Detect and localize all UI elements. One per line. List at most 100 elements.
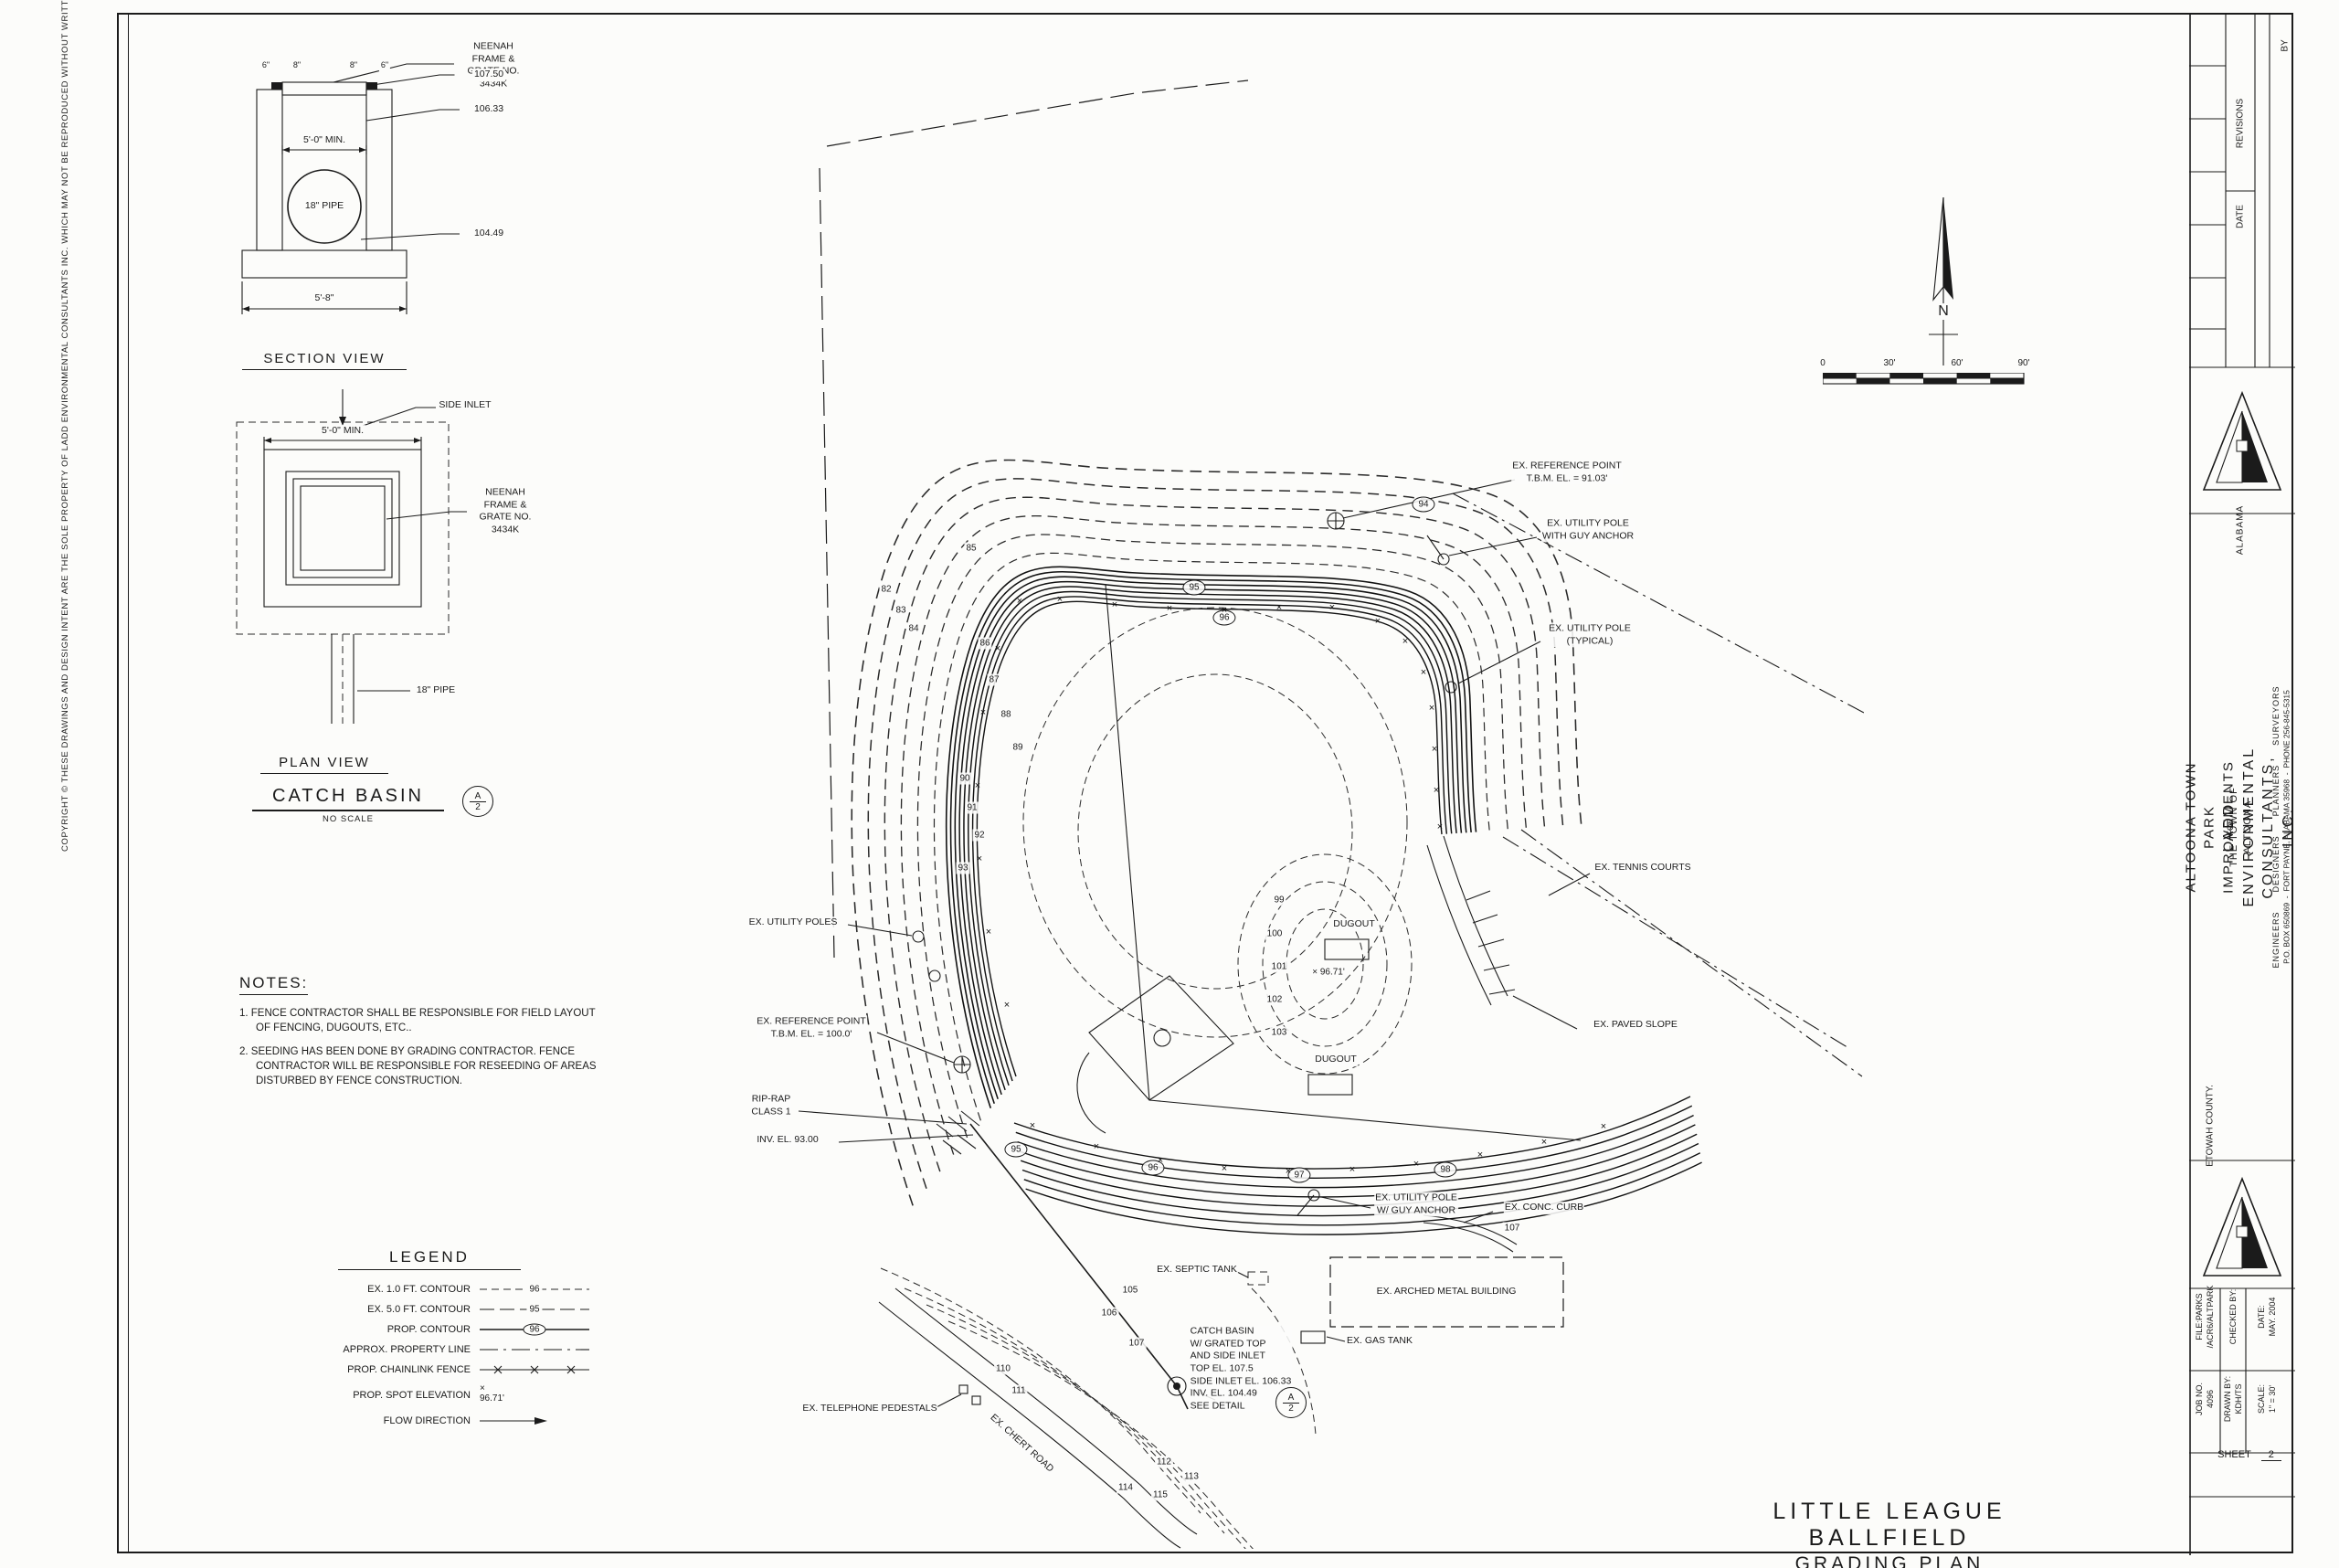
legend-value: 95 <box>526 1304 543 1315</box>
proposed-contour-band <box>900 514 1528 1155</box>
detail-bubble-letter: A <box>469 791 487 802</box>
plan-annotation: EX. REFERENCE POINT T.B.M. EL. = 91.03' <box>1511 460 1623 485</box>
plan-annotation: 102 <box>1265 993 1285 1006</box>
plan-annotation: 98 <box>1434 1161 1457 1178</box>
plan-annotation: EX. REFERENCE POINT T.B.M. EL. = 100.0' <box>756 1015 867 1041</box>
right-foul-line <box>1148 1099 1582 1141</box>
plan-annotation: 95 <box>1004 1141 1028 1158</box>
plan-annotation: 107 <box>1127 1337 1147 1350</box>
approx-property-line <box>1520 829 1863 1077</box>
plan-annotation: INV. EL. 93.00 <box>756 1134 820 1147</box>
date-field: DATE: MAY. 2004 <box>2256 1297 2277 1337</box>
chainlink-fence-mark: × <box>1016 596 1023 607</box>
plan-annotation: EX. SEPTIC TANK <box>1156 1264 1238 1277</box>
drawn-by-field: DRAWN BY: KDH/TS <box>2222 1375 2243 1423</box>
north-arrow: N <box>1914 192 1973 370</box>
detail-bubble-number: 2 <box>475 801 481 812</box>
chainlink-fence-mark: × <box>974 780 981 791</box>
existing-contour <box>1022 607 1408 1038</box>
section-view-title: SECTION VIEW <box>242 351 407 370</box>
plan-annotations: EX. REFERENCE POINT T.B.M. EL. = 91.03' E… <box>740 73 1864 1549</box>
plan-annotation: EX. GAS TANK <box>1346 1335 1413 1348</box>
plan-annotation: 105 <box>1120 1284 1140 1297</box>
infield-diamond <box>1088 975 1234 1101</box>
scale-tick: 90' <box>2017 358 2030 368</box>
plan-annotation: DUGOUT <box>1314 1054 1358 1066</box>
job-no-field: JOB NO. 4096 <box>2194 1382 2215 1416</box>
existing-contour <box>1251 1287 1317 1436</box>
plan-side-inlet-label: SIDE INLET <box>437 399 493 412</box>
sheet-number-value: 2 <box>2260 1449 2281 1461</box>
plan-annotation: EX. CHERT ROAD <box>986 1411 1057 1477</box>
plan-annotation: EX. TENNIS COURTS <box>1593 862 1692 874</box>
legend-label: FLOW DIRECTION <box>383 1415 471 1426</box>
legend-label: APPROX. PROPERTY LINE <box>343 1344 471 1355</box>
chainlink-fence-mark: × <box>1436 821 1444 832</box>
legend-row-property-line: APPROX. PROPERTY LINE <box>311 1343 612 1356</box>
paved-slope-hatch <box>1466 890 1516 995</box>
paved-slope-edge <box>1443 835 1508 997</box>
flow-arrow-symbol <box>480 1414 589 1427</box>
existing-contour <box>947 1320 1269 1567</box>
legend-label: PROP. SPOT ELEVATION <box>353 1390 471 1401</box>
sheet-label: SHEET <box>2217 1449 2251 1460</box>
plan-annotation: 115 <box>1151 1489 1170 1501</box>
state-label: ALABAMA <box>2235 504 2246 556</box>
plan-annotation: EX. CONC. CURB <box>1503 1202 1585 1214</box>
north-label: N <box>1935 303 1952 320</box>
plan-annotation: DUGOUT <box>1332 918 1376 931</box>
plan-annotation: 88 <box>999 708 1013 721</box>
dugout <box>1324 938 1370 960</box>
county-label: ETOWAH COUNTY. <box>2205 1085 2216 1167</box>
scale-bar: 0 30' 60' 90' <box>1820 358 2042 395</box>
existing-contour <box>1077 673 1353 990</box>
chert-road-edge <box>894 1287 1198 1535</box>
chainlink-fence-mark: × <box>1433 785 1440 796</box>
plan-annotation: 87 <box>987 673 1001 686</box>
left-foul-line <box>1105 584 1150 1101</box>
legend-row-ex-1ft-contour: EX. 1.0 FT. CONTOUR 96 <box>311 1283 612 1296</box>
legend-value: 96 <box>523 1323 546 1336</box>
section-elev-top: 107.50 <box>471 69 506 81</box>
telephone-pedestal <box>971 1395 981 1405</box>
septic-tank <box>1247 1271 1269 1286</box>
proposed-contour-band-south <box>1025 1161 1702 1235</box>
catch-basin-symbol <box>1167 1376 1187 1396</box>
plan-annotation: EX. TELEPHONE PEDESTALS <box>801 1403 938 1415</box>
chainlink-fence-mark: × <box>1328 602 1336 613</box>
chainlink-fence-mark: × <box>1402 636 1409 647</box>
section-outer-width-dim: 5'-8" <box>312 292 336 305</box>
file-field: FILE:PARKS /ACR6/ALTPARK <box>2194 1285 2215 1349</box>
chainlink-fence-mark: × <box>1431 744 1438 755</box>
chainlink-fence-mark: × <box>1029 1120 1036 1131</box>
section-dim-6a: 6" <box>259 60 272 71</box>
plan-pipe-label: 18" PIPE <box>414 684 458 697</box>
dugout <box>1307 1074 1353 1096</box>
backstop-arc <box>1076 1052 1106 1134</box>
utility-pole <box>1437 553 1450 566</box>
proposed-contour-band <box>954 576 1467 1100</box>
catch-basin-plan-view: SIDE INLET NEENAH FRAME & GRATE NO. 3434… <box>224 384 571 749</box>
plan-annotation: 91 <box>965 801 979 814</box>
title-block-linework <box>2189 13 2295 1555</box>
revision-revisions-header: REVISIONS <box>2235 98 2246 149</box>
plan-annotation: 100 <box>1265 927 1285 940</box>
plan-annotation: EX. ARCHED METAL BUILDING <box>1375 1286 1518 1298</box>
chainlink-fence-mark: × <box>1285 1166 1292 1177</box>
note-item: 2. SEEDING HAS BEEN DONE BY GRADING CONT… <box>239 1046 597 1087</box>
plan-annotation: 113 <box>1182 1470 1201 1483</box>
utility-pole <box>1307 1189 1320 1202</box>
dash-dot-symbol <box>480 1343 589 1356</box>
drawing-title-line2: GRADING PLAN <box>1794 1553 1984 1568</box>
revision-by-header: BY <box>2280 39 2291 52</box>
legend-title: LEGEND <box>338 1248 521 1270</box>
property-line <box>819 167 835 959</box>
scale-field: SCALE: 1" = 30' <box>2256 1383 2277 1414</box>
legend-block: LEGEND EX. 1.0 FT. CONTOUR 96 EX. 5.0 FT… <box>311 1248 612 1435</box>
chainlink-fence-mark: × <box>1428 703 1435 714</box>
section-dim-8b: 8" <box>347 60 360 71</box>
legend-value: 96.71' <box>480 1393 504 1404</box>
section-pipe-label: 18" PIPE <box>302 200 346 213</box>
proposed-contour-band-south <box>1019 1124 1696 1198</box>
plan-detail-bubble: A 2 <box>1275 1387 1307 1418</box>
